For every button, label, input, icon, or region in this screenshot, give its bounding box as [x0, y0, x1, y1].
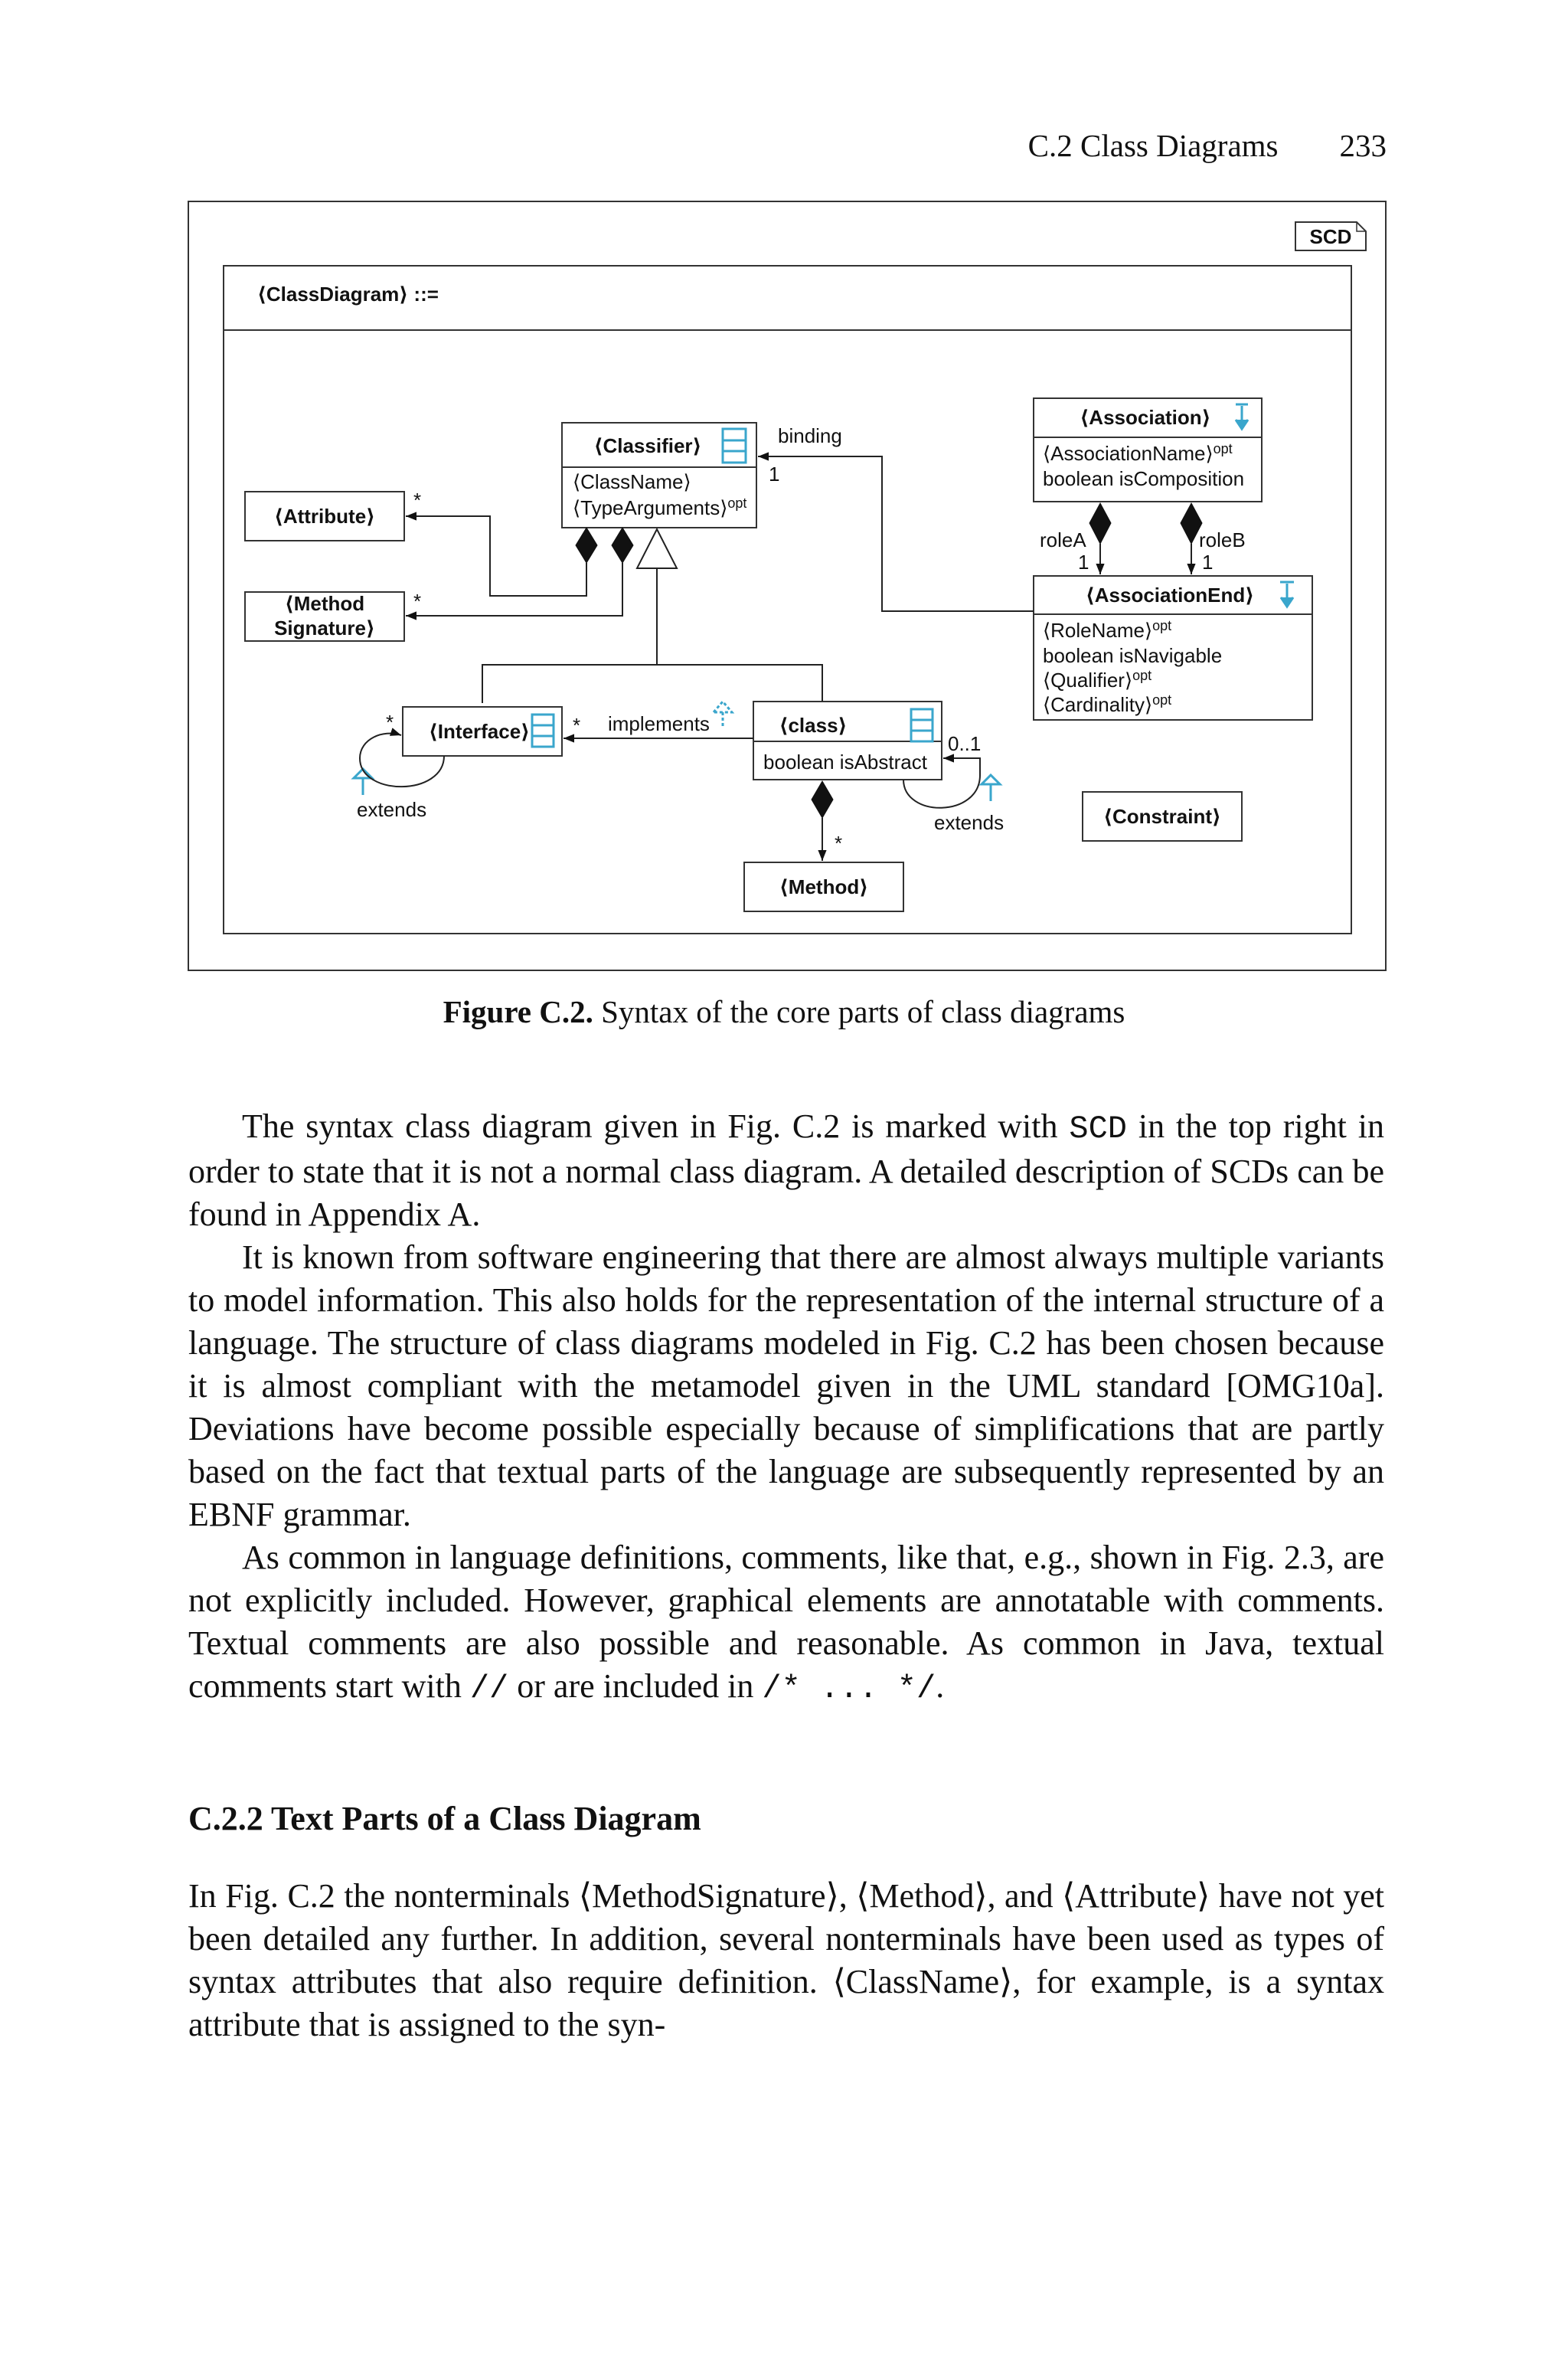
assocend-attr-cardinality: ⟨Cardinality⟩opt: [1043, 692, 1171, 716]
extends-interface-label: extends: [357, 798, 426, 821]
section-heading: C.2.2 Text Parts of a Class Diagram: [188, 1800, 701, 1837]
classifier-attr-typeargs: ⟨TypeArguments⟩opt: [573, 496, 746, 519]
outer-frame: [188, 201, 1387, 971]
interface-multiplicity-right: *: [573, 714, 580, 737]
compartment-icon: [721, 427, 747, 464]
inline-code: //: [469, 1670, 509, 1707]
figure-caption: Figure C.2. Syntax of the core parts of …: [0, 993, 1568, 1030]
assocend-attr-rolename: ⟨RoleName⟩opt: [1043, 618, 1171, 642]
inline-code: /* ... */: [762, 1670, 936, 1707]
composition-diamond: [575, 527, 598, 564]
down-arrow-icon: [1234, 403, 1250, 431]
caption-label: Figure C.2.: [443, 994, 593, 1029]
association-attr-name: ⟨AssociationName⟩opt: [1043, 441, 1233, 465]
page-number: 233: [1339, 128, 1387, 163]
compartment-icon: [910, 708, 934, 743]
class-attr: boolean isAbstract: [763, 751, 928, 774]
paragraph: In Fig. C.2 the nonterminals ⟨MethodSign…: [188, 1877, 1384, 2043]
method-multiplicity: *: [835, 832, 842, 855]
constraint-label: ⟨Constraint⟩: [1103, 805, 1221, 828]
attribute-box: [244, 491, 405, 541]
paragraph: The syntax class diagram given in Fig. C…: [188, 1107, 1384, 1233]
association-box: [1033, 397, 1263, 502]
composition-diamond: [1180, 502, 1203, 545]
interface-box: [402, 706, 563, 757]
scd-label: SCD: [1310, 225, 1352, 248]
inline-code: SCD: [1069, 1110, 1127, 1147]
association-end-box: [1033, 575, 1313, 721]
binding-multiplicity: 1: [769, 463, 779, 486]
class-diagram-figure: SCD ⟨ClassDiagram⟩ ::= ⟨Classifier⟩ ⟨Cla…: [188, 201, 1387, 971]
assocend-attr-navigable: boolean isNavigable: [1043, 644, 1222, 667]
attribute-label: ⟨Attribute⟩: [274, 505, 375, 528]
interface-label: ⟨Interface⟩: [429, 720, 530, 743]
down-arrow-icon: [1279, 581, 1295, 609]
method-box: [743, 862, 904, 912]
header-section: C.2 Class Diagrams: [1027, 128, 1279, 163]
methodsig-multiplicity: *: [413, 590, 421, 613]
roleA-multiplicity: 1: [1078, 551, 1089, 574]
classifier-box: [561, 422, 757, 528]
class-label: ⟨class⟩: [779, 714, 848, 737]
classifier-name: ⟨Classifier⟩: [594, 434, 702, 457]
extends-icon: [978, 773, 1003, 801]
interface-multiplicity-left: *: [386, 711, 394, 734]
compartment-icon: [531, 713, 555, 748]
class-self-multiplicity: 0..1: [948, 732, 981, 755]
roleB-label: roleB: [1199, 528, 1246, 551]
classifier-attr-classname: ⟨ClassName⟩: [573, 470, 691, 493]
method-signature-label-2: Signature⟩: [274, 617, 375, 639]
method-signature-box: [244, 591, 405, 642]
association-end-label: ⟨AssociationEnd⟩: [1086, 584, 1254, 607]
composition-diamond: [811, 780, 834, 819]
body-text: The syntax class diagram given in Fig. C…: [188, 1105, 1384, 2046]
association-label: ⟨Association⟩: [1080, 406, 1210, 429]
scd-tag: [1295, 221, 1367, 251]
paragraph: As common in language definitions, comme…: [188, 1539, 1384, 1707]
composition-diamond: [1089, 502, 1112, 545]
generalization-triangle: [635, 527, 678, 569]
inner-frame: [223, 265, 1352, 934]
roleA-label: roleA: [1040, 528, 1086, 551]
implements-icon: [710, 699, 735, 728]
implements-label: implements: [608, 712, 710, 735]
method-signature-label: ⟨Method: [285, 592, 364, 615]
assocend-attr-qualifier: ⟨Qualifier⟩opt: [1043, 668, 1152, 692]
paragraph: It is known from software engineering th…: [188, 1238, 1384, 1533]
extends-class-label: extends: [934, 811, 1004, 834]
binding-label: binding: [778, 424, 842, 447]
method-label: ⟨Method⟩: [779, 875, 868, 898]
composition-diamond: [611, 527, 634, 564]
frame-title: ⟨ClassDiagram⟩ ::=: [257, 283, 439, 306]
attribute-multiplicity: *: [413, 489, 421, 512]
roleB-multiplicity: 1: [1202, 551, 1213, 574]
caption-text: Syntax of the core parts of class diagra…: [593, 994, 1125, 1029]
extends-icon: [351, 767, 375, 795]
association-attr-composition: boolean isComposition: [1043, 467, 1244, 490]
running-header: C.2 Class Diagrams 233: [1028, 127, 1387, 164]
constraint-box: [1082, 791, 1243, 842]
